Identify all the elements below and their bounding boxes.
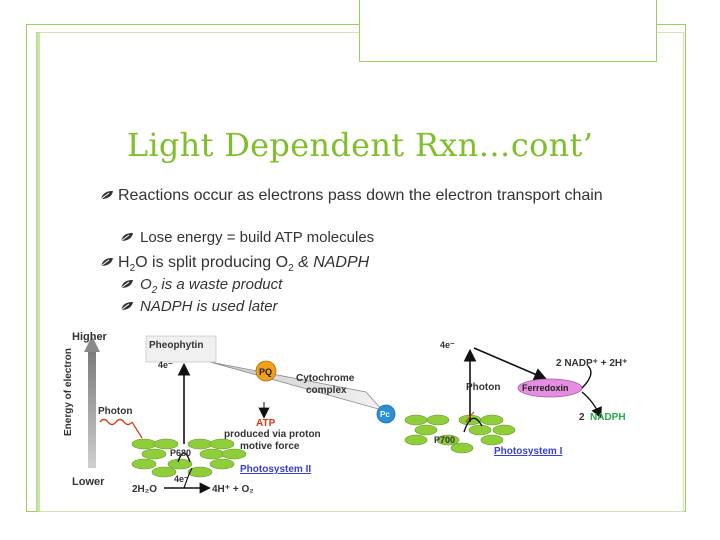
bullet-leaf-icon: [100, 257, 114, 267]
p680-label: P680: [170, 448, 191, 458]
slide-frame-tab: [359, 0, 657, 62]
transport-wedge: [210, 362, 382, 410]
photon-ray-ii: [132, 422, 142, 438]
p700-label: P700: [434, 435, 455, 445]
z-scheme-diagram: Energy of electron Higher Lower Pheophyt…: [60, 326, 660, 502]
nadph-count: 2: [579, 412, 585, 423]
photosystem-ii-label: Photosystem II: [240, 464, 311, 475]
bullet-2-sub-2-text: NADPH is used later: [140, 297, 278, 316]
energy-axis-bar: [88, 350, 96, 468]
slide-title: Light Dependent Rxn…cont’: [0, 126, 720, 164]
psii-electrons-label: 4e⁻: [158, 360, 173, 370]
ferredoxin-label: Ferredoxin: [522, 383, 569, 393]
bullet-leaf-icon: [100, 190, 114, 200]
psi-transfer-arrow: [474, 348, 544, 378]
cytochrome-label-1: Cytochrome: [296, 373, 355, 384]
pq-label: PQ: [259, 367, 272, 377]
nadph-label: NADPH: [590, 412, 626, 423]
bullet-1-sub-text: Lose energy = build ATP molecules: [140, 228, 374, 247]
photon-label-ii: Photon: [98, 406, 132, 417]
higher-label: Higher: [72, 331, 108, 343]
pc-label: Pc: [380, 410, 390, 419]
lower-label: Lower: [72, 476, 105, 488]
nadp-curve: [582, 366, 591, 388]
photon-label-i: Photon: [466, 382, 500, 393]
photon-wave-ii: [100, 420, 132, 425]
pheophytin-label: Pheophytin: [149, 340, 203, 351]
water-electrons-label: 4e⁻: [174, 474, 189, 484]
water-products-label: 4H⁺ + O₂: [212, 484, 254, 495]
slide-accent-bar: [36, 32, 40, 512]
cytochrome-label-2: complex: [306, 385, 347, 396]
nadp-label: 2 NADP⁺ + 2H⁺: [556, 358, 627, 369]
bullet-leaf-icon: [120, 301, 134, 311]
water-label: 2H₂O: [132, 484, 157, 495]
atp-description-1: produced via proton: [224, 429, 321, 440]
photosystem-i-label: Photosystem I: [494, 446, 563, 457]
atp-description-2: motive force: [240, 441, 300, 452]
energy-axis-label: Energy of electron: [63, 348, 74, 436]
bullet-leaf-icon: [120, 279, 134, 289]
bullet-1-text: Reactions occur as electrons pass down t…: [118, 186, 638, 205]
bullet-leaf-icon: [120, 232, 134, 242]
atp-label: ATP: [256, 418, 276, 429]
psi-electrons-label: 4e⁻: [440, 340, 455, 350]
